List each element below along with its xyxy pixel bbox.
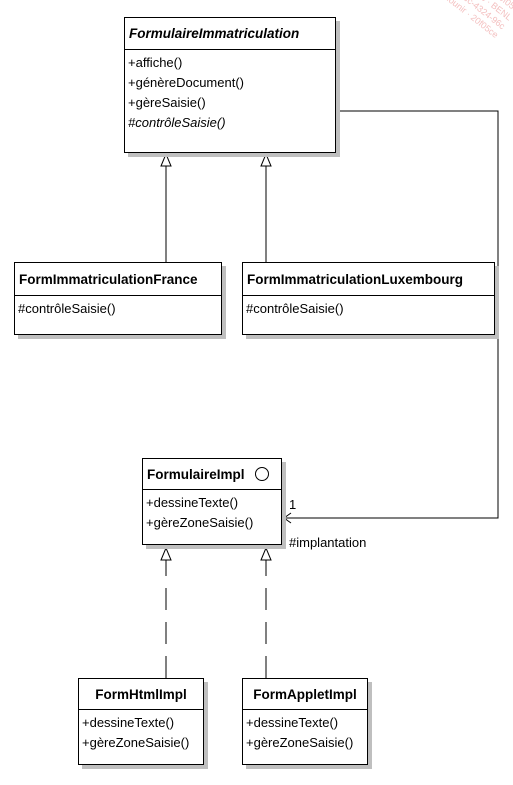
inheritance-arrowhead-luxembourg [260, 152, 272, 167]
class-form-applet-impl[interactable]: FormAppletImpl +dessineTexte() +gèreZone… [242, 678, 368, 765]
operation: +gèreZoneSaisie() [246, 735, 354, 750]
interface-circle-icon [254, 467, 269, 481]
operation: +affiche() [128, 55, 183, 70]
operation: +dessineTexte() [82, 715, 175, 730]
operation: +gèreZoneSaisie() [82, 735, 190, 750]
operation: +gèreZoneSaisie() [146, 515, 254, 530]
interface-formulaire-impl[interactable]: FormulaireImpl +dessineTexte() +gèreZone… [142, 458, 282, 545]
association-multiplicity: 1 [289, 497, 297, 512]
class-form-immatriculation-france[interactable]: FormImmatriculationFrance #contrôleSaisi… [14, 262, 222, 335]
operation: +génèreDocument() [128, 75, 244, 90]
operations-compartment: #contrôleSaisie() [243, 296, 494, 322]
class-form-immatriculation-luxembourg[interactable]: FormImmatriculationLuxembourg #contrôleS… [242, 262, 495, 335]
class-name: FormImmatriculationLuxembourg [243, 263, 494, 296]
interface-name: FormulaireImpl [147, 466, 245, 482]
class-name: FormAppletImpl [243, 679, 367, 710]
operation: #contrôleSaisie() [246, 301, 344, 316]
inheritance-arrowhead-france [160, 152, 172, 167]
interface-header: FormulaireImpl [143, 459, 281, 490]
abstract-operation: #contrôleSaisie() [128, 115, 226, 130]
class-name: FormHtmlImpl [79, 679, 203, 710]
operations-compartment: +dessineTexte() +gèreZoneSaisie() [143, 490, 281, 536]
operations-compartment: +dessineTexte() +gèreZoneSaisie() [79, 710, 203, 756]
realization-arrowhead-html [160, 546, 172, 561]
class-form-html-impl[interactable]: FormHtmlImpl +dessineTexte() +gèreZoneSa… [78, 678, 204, 765]
operations-compartment: +dessineTexte() +gèreZoneSaisie() [243, 710, 367, 756]
operations-compartment: +affiche() +génèreDocument() +gèreSaisie… [125, 50, 335, 136]
association-arrowhead [283, 512, 292, 524]
operation: +dessineTexte() [246, 715, 339, 730]
class-name: FormulaireImmatriculation [125, 18, 335, 50]
class-formulaire-immatriculation[interactable]: FormulaireImmatriculation +affiche() +gé… [124, 17, 336, 153]
realization-arrowhead-applet [260, 546, 272, 561]
operation: +dessineTexte() [146, 495, 239, 510]
operations-compartment: #contrôleSaisie() [15, 296, 221, 322]
operation: +gèreSaisie() [128, 95, 206, 110]
operation: #contrôleSaisie() [18, 301, 116, 316]
class-name: FormImmatriculationFrance [15, 263, 221, 296]
association-line [284, 110, 499, 519]
association-role: #implantation [289, 535, 367, 550]
